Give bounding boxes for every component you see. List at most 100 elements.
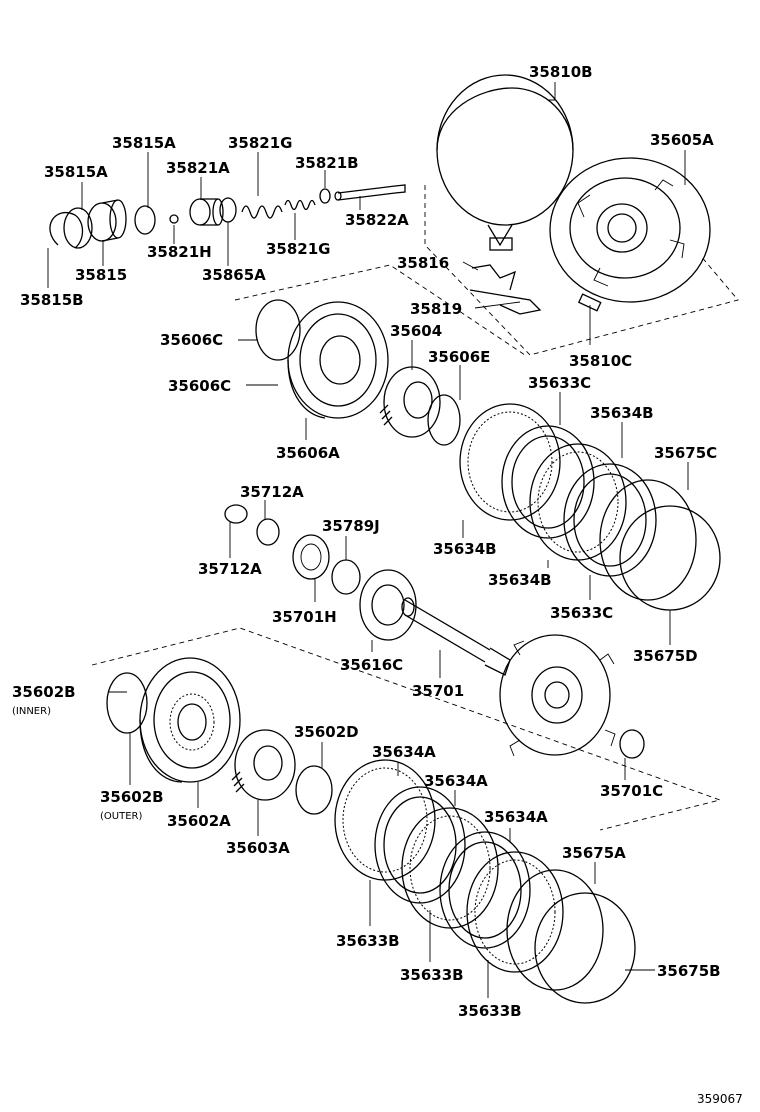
label-35815a: 35815A <box>112 134 176 152</box>
label-35675d: 35675D <box>633 647 698 665</box>
seal-35602d <box>295 765 333 815</box>
clutch-pack-lower <box>334 759 636 1004</box>
label-35633b-1: 35633B <box>336 932 400 950</box>
clip-35816 <box>471 264 516 291</box>
label-35712a-1: 35712A <box>240 483 304 501</box>
e-ring-35821h <box>169 214 179 224</box>
servo-rod-35822a <box>334 184 406 201</box>
piston-35603a <box>231 729 296 801</box>
label-35675b: 35675B <box>657 962 721 980</box>
label-35602b-inner: 35602B <box>12 683 76 701</box>
label-inner-note: (INNER) <box>12 706 51 717</box>
label-35634a-1: 35634A <box>372 743 436 761</box>
servo-piston-35821a <box>189 198 224 226</box>
label-35602b-outer: 35602B <box>100 788 164 806</box>
bearing-35701h <box>292 534 330 580</box>
label-35602a: 35602A <box>167 812 231 830</box>
label-35606a: 35606A <box>276 444 340 462</box>
label-35819: 35819 <box>410 300 462 318</box>
label-35701: 35701 <box>412 682 464 700</box>
label-35821g-bottom: 35821G <box>266 240 331 258</box>
race-35789j <box>331 559 361 595</box>
brake-band-assembly-outline <box>424 185 739 356</box>
label-35633b-3: 35633B <box>458 1002 522 1020</box>
part-labels: 35810B 35605A 35815A 35821G 35815A 35821… <box>12 63 743 1106</box>
servo-piston-35815 <box>87 199 127 242</box>
spring-35821g-large <box>241 205 283 219</box>
label-35616c: 35616C <box>340 656 403 674</box>
o-ring-35602b-inner <box>106 672 148 734</box>
label-35633c-1: 35633C <box>528 374 591 392</box>
label-35821b: 35821B <box>295 154 359 172</box>
servo-assembly-outline <box>234 264 526 356</box>
front-clutch-assembly-outline <box>91 627 722 831</box>
label-35634b-1: 35634B <box>590 404 654 422</box>
label-35816: 35816 <box>397 254 449 272</box>
plate-35633b-c <box>466 851 564 973</box>
label-35789j: 35789J <box>322 517 380 535</box>
plate-35633b-a <box>334 759 436 881</box>
label-35712a-2: 35712A <box>198 560 262 578</box>
assembly-outlines <box>91 185 739 831</box>
leader-lines <box>47 82 689 998</box>
washer-35821b <box>319 188 331 204</box>
o-ring-35815a <box>134 205 156 235</box>
plate-35634b-a <box>459 403 561 521</box>
pin-35810c <box>577 293 602 312</box>
snap-ring-35675d <box>619 505 721 611</box>
label-35634a-3: 35634A <box>484 808 548 826</box>
race-35712a-upper <box>224 504 248 524</box>
spring-35821g-small <box>284 199 316 211</box>
label-35604: 35604 <box>390 322 442 340</box>
strut-35819 <box>469 289 542 315</box>
flange-35675a <box>506 869 604 991</box>
snap-ring-35675b <box>534 892 636 1004</box>
label-35633c-2: 35633C <box>550 604 613 622</box>
drum-35605a <box>549 157 711 303</box>
label-35815a-left: 35815A <box>44 163 108 181</box>
label-35821g-top: 35821G <box>228 134 293 152</box>
clutch-pack-upper <box>459 403 721 611</box>
label-35821a: 35821A <box>166 159 230 177</box>
label-35815: 35815 <box>75 266 127 284</box>
race-35701c <box>619 729 645 759</box>
label-35821h: 35821H <box>147 243 212 261</box>
plate-35634a-b <box>439 831 531 949</box>
label-35603a: 35603A <box>226 839 290 857</box>
label-35701c: 35701C <box>600 782 663 800</box>
o-ring-35815a-left <box>63 207 93 249</box>
label-35675a: 35675A <box>562 844 626 862</box>
label-35675c: 35675C <box>654 444 717 462</box>
diagram-id: 359067 <box>697 1092 743 1106</box>
servo-parts <box>49 184 406 249</box>
hub-35616c <box>359 569 417 641</box>
label-35634a-2: 35634A <box>424 772 488 790</box>
label-35815b: 35815B <box>20 291 84 309</box>
snap-ring-35815b <box>49 212 84 249</box>
o-ring-35606c-outer <box>255 299 301 361</box>
servo-body-35606a <box>255 299 389 419</box>
clutch-drum-35602a <box>106 657 241 783</box>
middle-parts <box>224 504 645 759</box>
plate-35633c-a <box>501 425 595 539</box>
label-35634b-3: 35634B <box>488 571 552 589</box>
label-35810b: 35810B <box>529 63 593 81</box>
flange-35675c <box>599 479 697 601</box>
plate-35633b-b <box>401 807 499 929</box>
label-35865a: 35865A <box>202 266 266 284</box>
label-35634b-2: 35634B <box>433 540 497 558</box>
piston-35604 <box>379 366 441 438</box>
seal-35606e <box>427 394 461 446</box>
label-35602d: 35602D <box>294 723 359 741</box>
label-35606c-1: 35606C <box>160 331 223 349</box>
label-35606e: 35606E <box>428 348 490 366</box>
brake-band-35810b <box>436 74 574 251</box>
label-35605a: 35605A <box>650 131 714 149</box>
label-35701h: 35701H <box>272 608 337 626</box>
label-35810c: 35810C <box>569 352 632 370</box>
input-shaft-35701 <box>401 597 616 757</box>
label-35822a: 35822A <box>345 211 409 229</box>
label-35606c-2: 35606C <box>168 377 231 395</box>
race-35712a-lower <box>256 518 280 546</box>
